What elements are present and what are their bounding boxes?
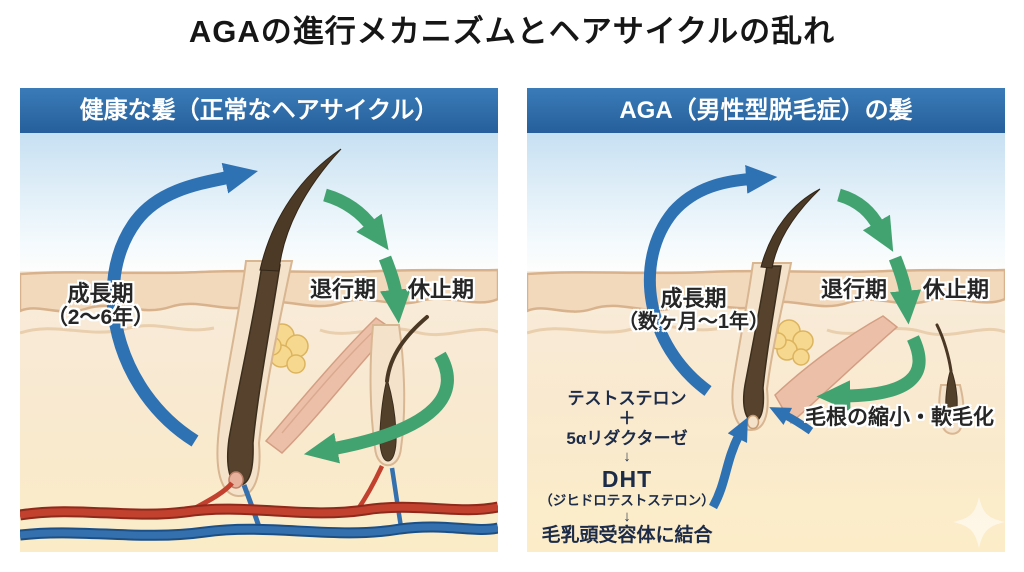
flow-testosterone: テストステロン xyxy=(567,389,687,408)
flow-dht-fullname: （ジヒドロテストステロン） xyxy=(539,492,715,508)
growth-phase-duration: （数ヶ月〜1年） xyxy=(617,311,770,334)
growth-phase-label: 成長期 （2〜6年） xyxy=(28,281,173,330)
miniaturization-arrow xyxy=(816,335,926,412)
growth-phase-name: 成長期 xyxy=(67,281,134,306)
catagen-arrow xyxy=(836,188,894,252)
dermis-contour-line xyxy=(20,324,215,335)
flow-receptor-binding: 毛乳頭受容体に結合 xyxy=(541,525,713,547)
flow-dht: DHT xyxy=(601,465,653,492)
sky-background xyxy=(527,133,1005,271)
healthy-hair-panel: 健康な髪（正常なヘアサイクル） xyxy=(20,88,498,552)
telogen-hair-shaft xyxy=(385,315,429,383)
aga-hair-shaft xyxy=(760,188,821,269)
flow-plus-sign: ＋ xyxy=(618,409,636,429)
telogen-arrow xyxy=(378,255,412,324)
dermal-papilla xyxy=(746,414,760,430)
dht-binding-arrow xyxy=(709,417,748,510)
anagen-cycle-arrow xyxy=(643,165,778,396)
muscle-striation xyxy=(281,324,381,434)
growth-phase-name: 成長期 xyxy=(660,286,727,311)
healthy-hair-illustration xyxy=(20,133,498,552)
telogen-phase-label: 休止期 xyxy=(408,277,475,302)
telogen-arrow xyxy=(888,255,922,325)
healthy-panel-header: 健康な髪（正常なヘアサイクル） xyxy=(20,88,498,133)
miniaturization-label: 毛根の縮小・軟毛化 xyxy=(805,406,994,429)
miniaturized-club-hair xyxy=(945,367,958,422)
sparkle-icon xyxy=(953,497,1005,548)
dermis-contour-line xyxy=(319,327,498,337)
catagen-phase-label: 退行期 xyxy=(310,277,377,302)
follicle-pointer-arrow xyxy=(769,407,814,435)
catagen-arrow xyxy=(323,188,389,251)
flow-5a-reductase: 5αリダクターゼ xyxy=(566,429,688,449)
growth-phase-duration: （2〜6年） xyxy=(46,306,155,330)
flow-down-arrow-icon: ↓ xyxy=(623,507,631,525)
page-title: AGAの進行メカニズムとヘアサイクルの乱れ xyxy=(188,14,836,49)
miniaturized-hair-shaft xyxy=(935,323,953,373)
return-to-anagen-arrow xyxy=(303,351,454,464)
dht-mechanism-flow: テストステロン ＋ 5αリダクターゼ ↓ DHT （ジヒドロテストステロン） ↓… xyxy=(529,389,725,548)
growth-phase-label: 成長期 （数ヶ月〜1年） xyxy=(611,286,776,334)
sky-background xyxy=(20,133,498,271)
anagen-cycle-arrow xyxy=(106,162,258,447)
aga-panel-header: AGA（男性型脱毛症）の髪 xyxy=(527,88,1005,133)
flow-down-arrow-icon: ↓ xyxy=(623,448,631,466)
telogen-phase-label: 休止期 xyxy=(923,277,990,302)
catagen-phase-label: 退行期 xyxy=(821,277,888,302)
aga-hair-illustration xyxy=(527,133,1005,552)
dermis-contour-line xyxy=(527,324,722,335)
artery xyxy=(20,503,498,519)
aga-hair-panel: AGA（男性型脱毛症）の髪 xyxy=(527,88,1005,552)
vein xyxy=(20,523,498,539)
anagen-hair-shaft xyxy=(259,148,342,272)
